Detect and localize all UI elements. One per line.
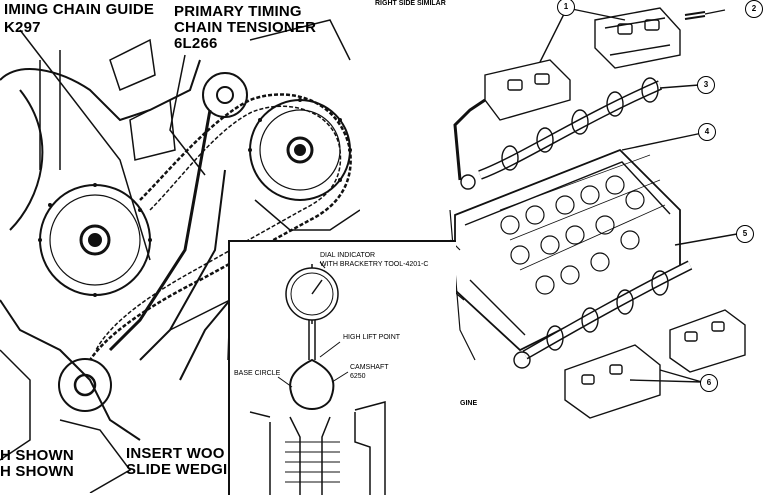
callout-3: 3 <box>697 76 715 94</box>
camshaft-label: CAMSHAFT <box>350 364 389 371</box>
callout-5: 5 <box>736 225 754 243</box>
insert-label-1: INSERT WOO <box>126 445 225 462</box>
tensioner-title-line-2: CHAIN TENSIONER <box>174 19 317 36</box>
chain-guide-title: IMING CHAIN GUIDE <box>4 1 155 18</box>
callout-1: 1 <box>557 0 575 16</box>
dial-indicator-label-2: WITH BRACKETRY TOOL-4201-C <box>320 261 429 268</box>
callout-4: 4 <box>698 123 716 141</box>
tensioner-title-line-1: PRIMARY TIMING <box>174 3 302 20</box>
callout-6: 6 <box>700 374 718 392</box>
high-lift-point-label: HIGH LIFT POINT <box>343 334 401 341</box>
chain-guide-part-number: K297 <box>4 19 41 36</box>
callout-2: 2 <box>745 0 763 18</box>
tensioner-part-number: 6L266 <box>174 35 218 52</box>
dial-indicator-label-1: DIAL INDICATOR <box>320 252 376 259</box>
insert-label-2: SLIDE WEDGI <box>126 461 228 478</box>
engine-partial-label: GINE <box>460 400 478 407</box>
right-side-similar-note: RIGHT SIDE SIMILAR <box>375 0 446 7</box>
camshaft-part-number: 6250 <box>350 373 366 380</box>
shown-label-2: H SHOWN <box>0 463 74 480</box>
dial-indicator-linework <box>249 261 386 495</box>
shown-label-1: H SHOWN <box>0 447 74 464</box>
dial-indicator-inset: DIAL INDICATOR WITH BRACKETRY TOOL-4201-… <box>228 240 456 495</box>
base-circle-label: BASE CIRCLE <box>234 370 281 377</box>
